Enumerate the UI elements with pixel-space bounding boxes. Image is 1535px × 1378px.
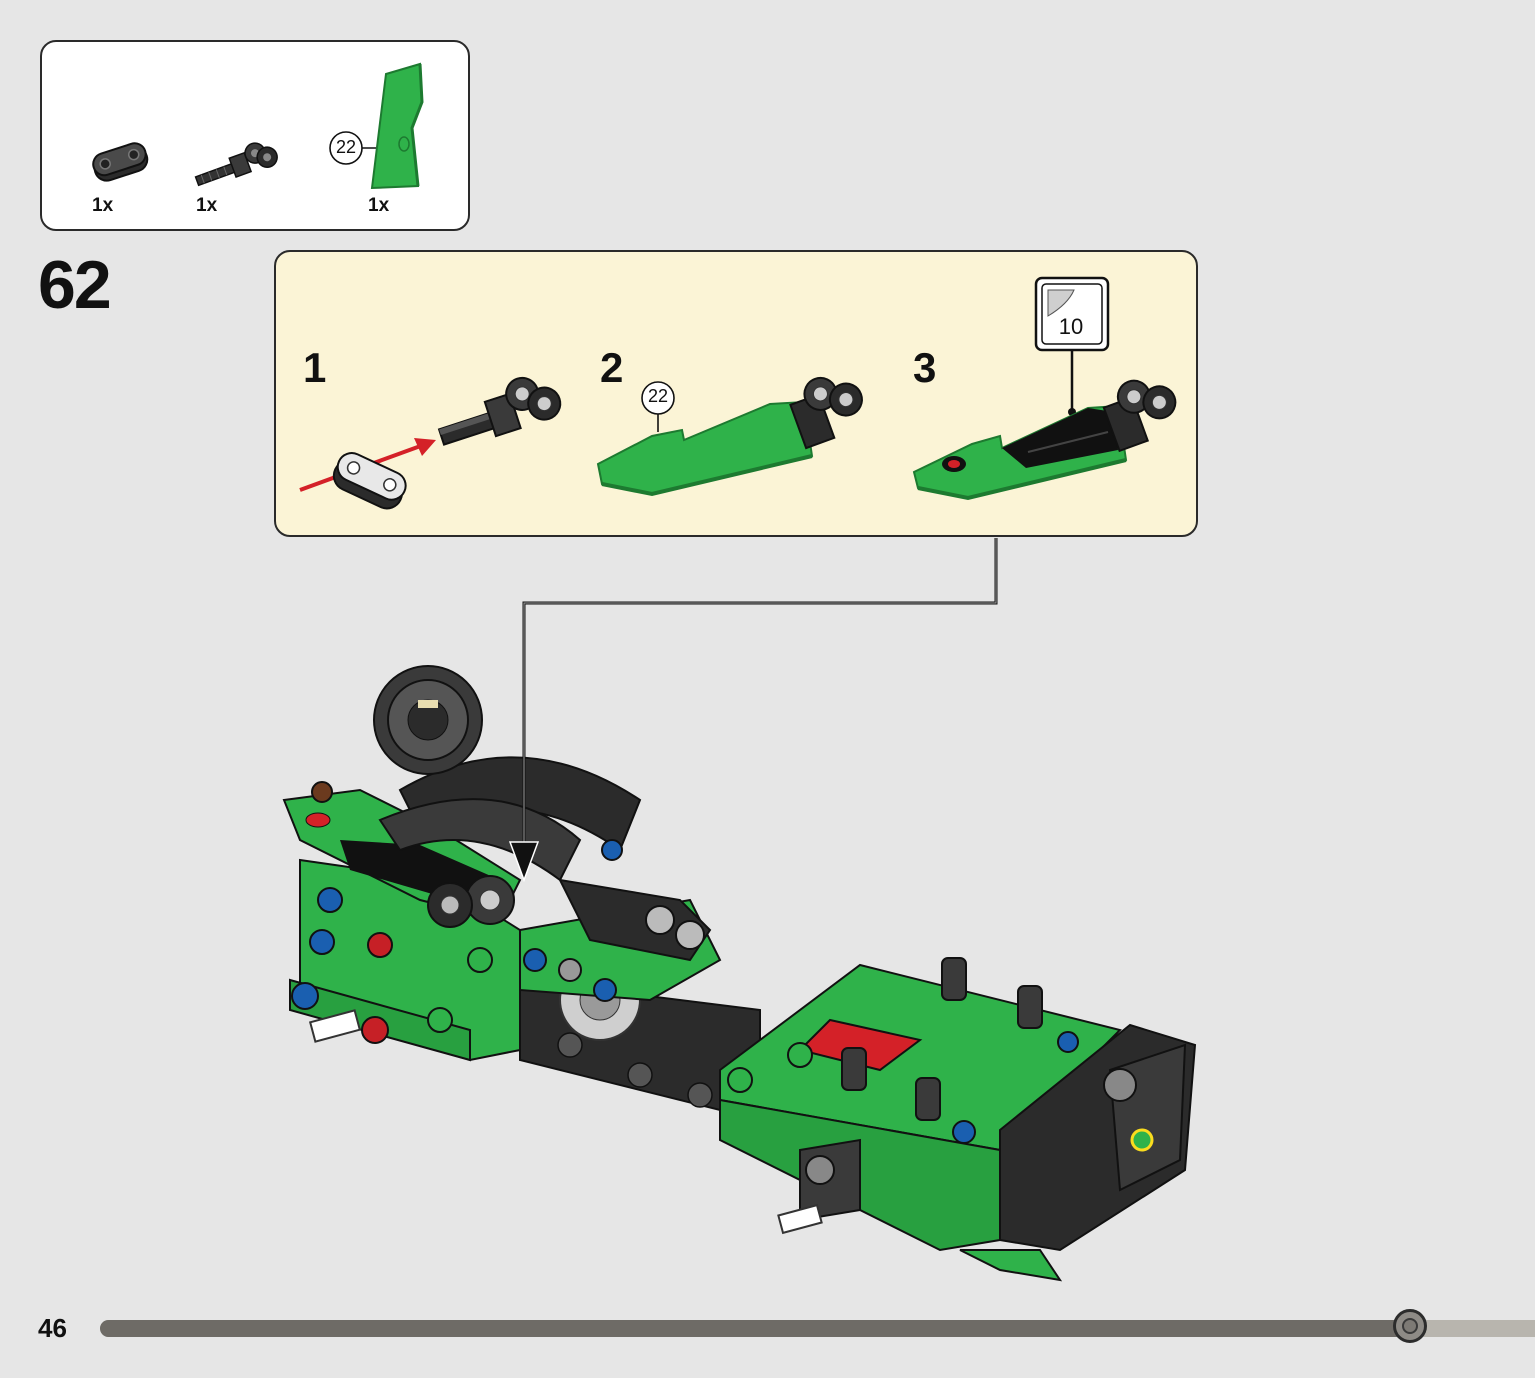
- part-callout-number: 22: [647, 386, 669, 406]
- substep-number: 1: [303, 344, 327, 391]
- progress-knob-icon: [1393, 1309, 1428, 1343]
- axle-connector-part-icon: [194, 142, 278, 187]
- part-callout-number: 22: [335, 137, 357, 157]
- sticker-number: 10: [1058, 314, 1084, 339]
- substep-1-illustration: [299, 376, 562, 510]
- green-panel-part-icon: [329, 62, 424, 190]
- liftarm-part-icon: [92, 142, 149, 182]
- progress-bar: [100, 1309, 1535, 1343]
- substep-2-illustration: [596, 376, 863, 497]
- part-quantity: 1x: [368, 195, 390, 216]
- substep-number: 3: [913, 344, 937, 391]
- parts-list-box: 1x 1x 22 1x: [40, 40, 470, 231]
- step-number: 62: [38, 247, 112, 323]
- part-quantity: 1x: [196, 195, 218, 216]
- substep-number: 2: [600, 344, 624, 391]
- subassembly-box: 1 2 3: [274, 250, 1198, 537]
- progress-fill: [100, 1320, 1411, 1337]
- page-number: 46: [38, 1313, 67, 1343]
- part-quantity: 1x: [92, 195, 114, 216]
- substep-3-illustration: [912, 276, 1177, 501]
